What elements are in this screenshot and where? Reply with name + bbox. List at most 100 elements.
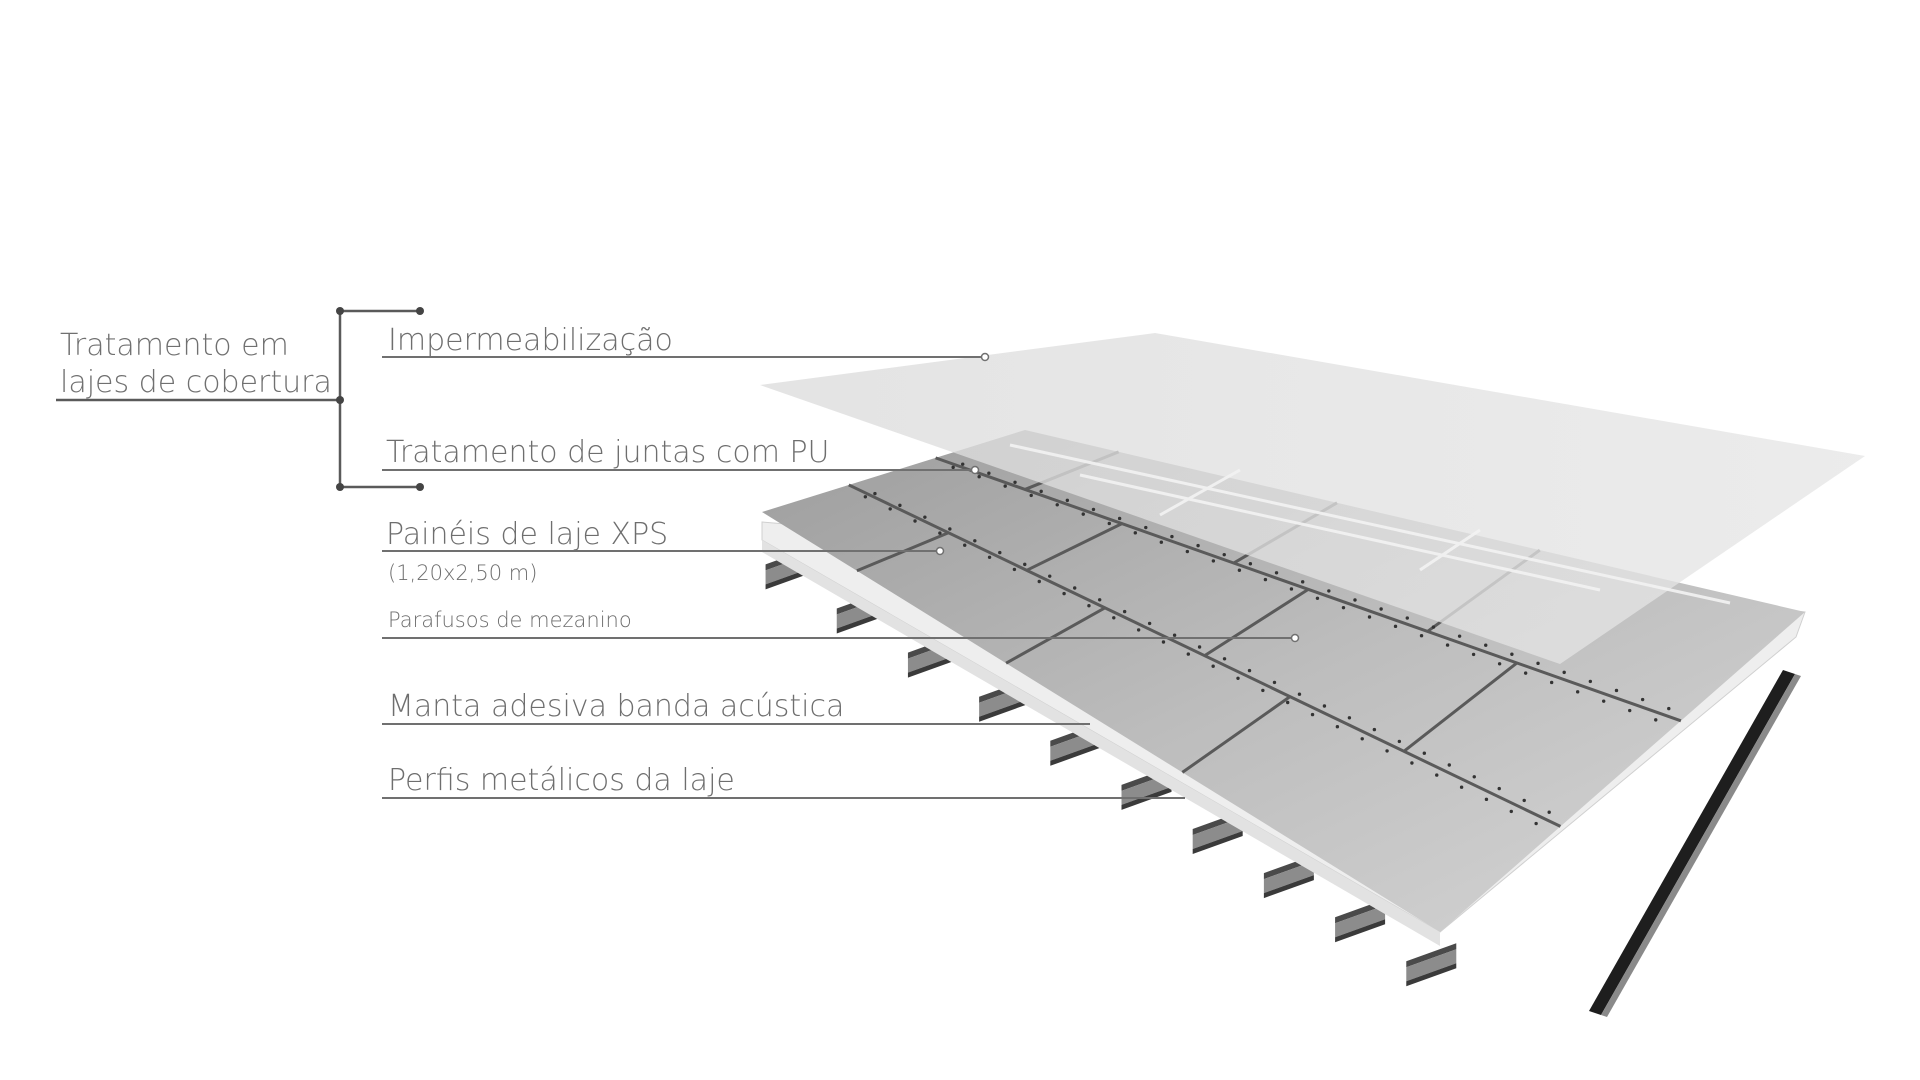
screw — [1601, 699, 1606, 703]
screw — [1315, 596, 1320, 601]
panel-joint-cross — [1402, 661, 1518, 753]
metal-profile-flange — [1263, 875, 1314, 899]
metal-profile-flange — [907, 654, 958, 678]
group-label-line2: lajes de cobertura — [60, 365, 332, 400]
layer-sublabel: (1,20x2,50 m) — [388, 561, 537, 585]
screw — [1300, 580, 1305, 584]
screw — [1419, 634, 1424, 638]
screw — [1222, 657, 1227, 661]
screw — [1410, 761, 1414, 765]
screw — [1117, 516, 1122, 521]
screw — [1310, 712, 1315, 717]
screw — [1536, 661, 1540, 666]
screw — [863, 495, 868, 499]
label-perfis: Perfis metálicos da laje — [382, 763, 1185, 799]
screw — [1144, 525, 1148, 530]
layer-label: Perfis metálicos da laje — [388, 763, 735, 798]
screw — [1353, 598, 1357, 602]
slab-bottom-edge — [762, 540, 1440, 946]
screw — [1003, 484, 1007, 488]
screw — [1484, 797, 1489, 802]
screw — [1197, 645, 1202, 649]
screw — [1091, 507, 1096, 512]
screw — [1289, 587, 1294, 591]
screw — [888, 507, 892, 511]
screw — [1136, 628, 1141, 632]
metal-profile-flange — [1050, 742, 1101, 766]
screw — [1459, 785, 1464, 789]
screw — [1457, 634, 1462, 638]
screw — [1274, 571, 1279, 575]
metal-profile-web — [1406, 949, 1457, 982]
screw — [1445, 643, 1450, 647]
screw — [1062, 591, 1066, 596]
screw — [1285, 700, 1290, 705]
metal-profile-flange — [1192, 831, 1243, 854]
screw — [1161, 640, 1166, 644]
screw — [1263, 577, 1268, 582]
screw — [961, 462, 965, 466]
screw — [1029, 493, 1033, 498]
screw — [1549, 680, 1554, 685]
screw — [1472, 775, 1476, 779]
screw — [1422, 751, 1427, 755]
metal-profile-flange — [1406, 943, 1457, 968]
screw — [1172, 633, 1177, 637]
right-support-beam-highlight — [1601, 674, 1801, 1017]
screw — [1497, 786, 1501, 791]
screw — [1097, 598, 1102, 602]
screw — [1196, 543, 1200, 548]
pu-joint-strips — [1009, 443, 1731, 605]
screw — [1013, 480, 1017, 484]
screw — [1211, 664, 1215, 668]
screw — [1222, 552, 1226, 557]
screw — [973, 539, 977, 543]
screw — [1065, 498, 1070, 503]
screw — [1509, 809, 1513, 814]
screw — [1236, 676, 1240, 681]
metal-profile-flange — [1335, 919, 1386, 943]
screw — [1640, 697, 1645, 702]
screw — [1055, 503, 1059, 507]
screw — [1534, 821, 1538, 826]
screw — [1073, 586, 1077, 590]
layer-label: Tratamento de juntas com PU — [386, 435, 830, 470]
screw — [1372, 727, 1377, 732]
screw — [987, 471, 991, 475]
screw — [1248, 562, 1253, 566]
screw — [1510, 652, 1514, 656]
label-manta: Manta adesiva banda acústica — [382, 689, 1090, 725]
screw — [898, 503, 902, 508]
screw — [1048, 574, 1052, 578]
label-paineis: Painéis de laje XPS (1,20x2,50 m) — [382, 517, 945, 585]
screw — [1497, 662, 1502, 666]
screw — [987, 555, 992, 559]
layer-label: Manta adesiva banda acústica — [388, 689, 844, 724]
screw — [977, 475, 981, 479]
screw — [1628, 708, 1632, 713]
screw — [1237, 568, 1242, 572]
screw — [1133, 531, 1138, 535]
screw — [1023, 562, 1027, 567]
screw — [1484, 643, 1488, 647]
screw — [1322, 704, 1327, 708]
screw — [1562, 670, 1566, 675]
screw — [1397, 739, 1402, 744]
label-juntas: Tratamento de juntas com PU — [382, 435, 980, 475]
screw — [913, 519, 917, 523]
screw — [1335, 725, 1340, 729]
screw — [1037, 579, 1041, 584]
group-label-line1: Tratamento em — [60, 328, 289, 363]
screw — [1297, 692, 1302, 696]
screw — [1107, 521, 1111, 526]
screw — [1575, 690, 1580, 694]
screw — [923, 515, 927, 519]
screw — [1039, 489, 1043, 494]
screw — [948, 527, 952, 531]
metal-profile-web — [1335, 905, 1386, 938]
screw — [1112, 616, 1116, 620]
screw — [1261, 688, 1265, 693]
panel-joint-long — [848, 483, 1562, 828]
panel-joint-cross — [1026, 522, 1123, 572]
screw — [1431, 625, 1436, 629]
